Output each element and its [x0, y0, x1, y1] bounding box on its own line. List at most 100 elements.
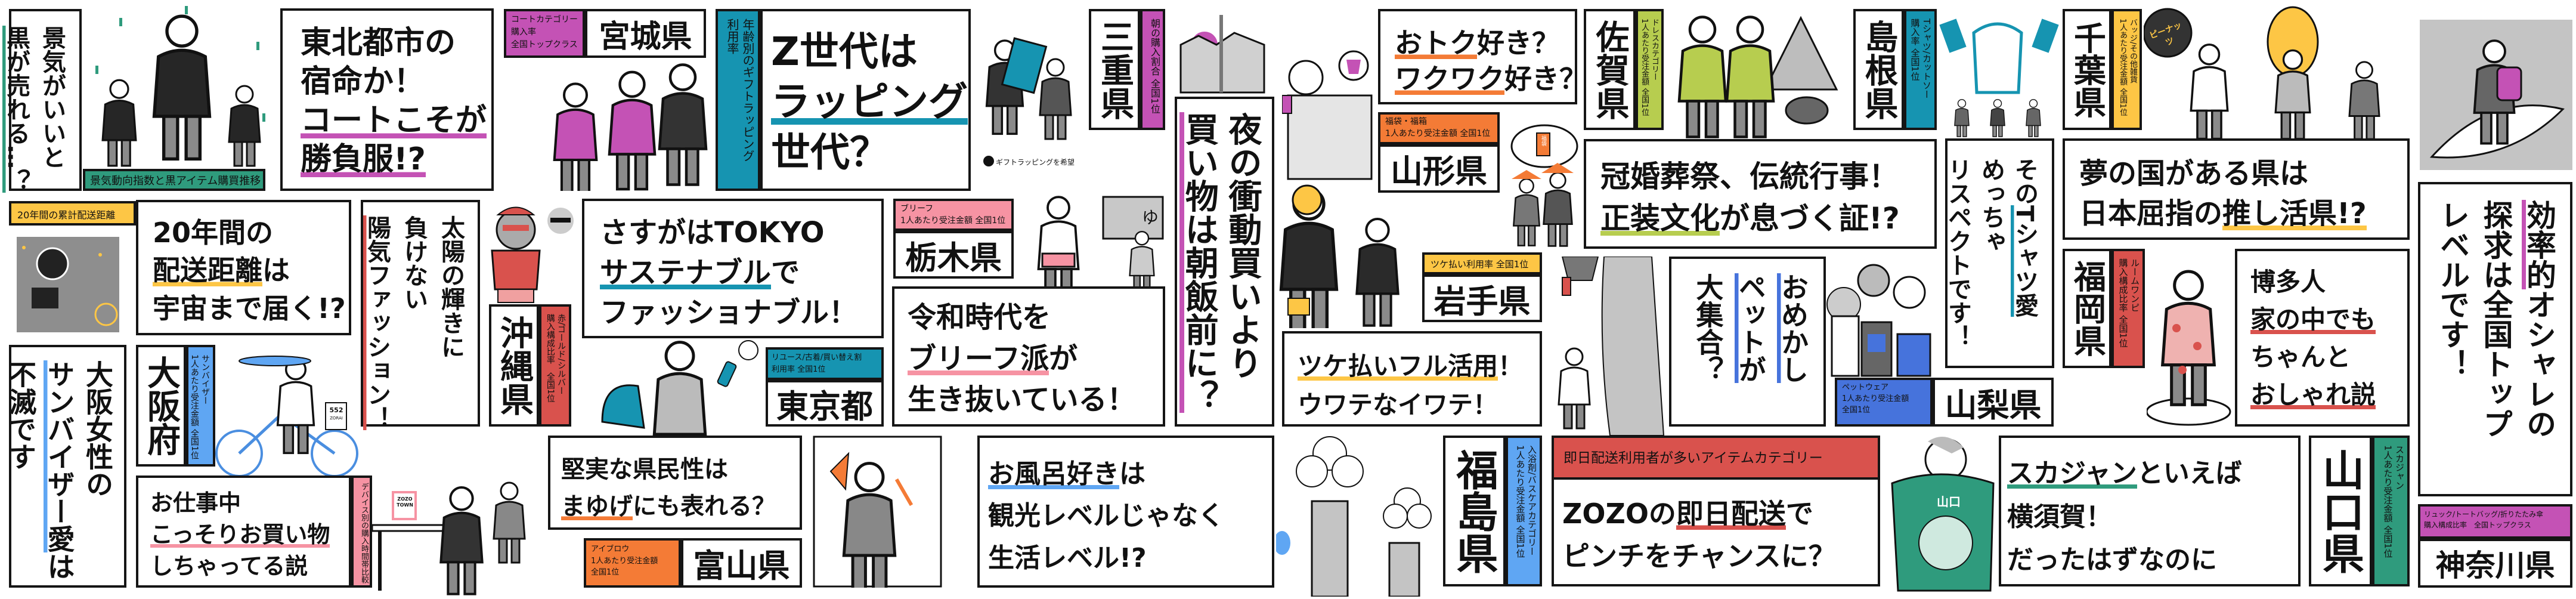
label-fukuoka: ルームワンピ 購入構成比率 全国1位 [2111, 249, 2145, 368]
headline-yoru: 夜の衝動買いより 買い物は朝飯前に？ [1175, 97, 1274, 427]
bathing-women-illustration [1276, 436, 1432, 597]
headline-text: で [771, 256, 800, 290]
headline-line: 夢の国がある県は [2079, 157, 2309, 190]
eyebrow-drawing-illustration [813, 436, 942, 588]
shisa-in-aloha-shirt-illustration [491, 206, 574, 303]
coat-people-illustration [495, 57, 710, 191]
headline-highlight: 推し活県!? [2222, 197, 2367, 231]
label-line: ルームワンピ [2129, 258, 2140, 312]
label-line: スカジャン [2394, 445, 2405, 490]
headline-line: 大集合？ [1692, 273, 1724, 383]
headline-line: だったはずなのに [2007, 545, 2217, 576]
headline-text: ZOZOの [1562, 498, 1676, 530]
headline-distance: 20年間の 配送距離は 宇宙まで届く!? [136, 200, 351, 335]
label-line: 利用率 全国1位 [772, 365, 826, 374]
headline-highlight: ブリーフ派 [908, 342, 1049, 376]
label-distance: 20年間の累計配送距離 [9, 201, 136, 226]
headline-line: 東北都市の [301, 25, 456, 61]
label-line: ドレスカテゴリー [1650, 18, 1659, 81]
headline-highlight: ツケ払いフル活用 [1298, 351, 1498, 381]
label-line: ペットウェア [1842, 383, 1889, 392]
headline-highlight: ラッピング [771, 79, 968, 125]
headline-text: といえば [2137, 458, 2242, 489]
prefecture-tokyo: 東京都 [766, 380, 884, 427]
headline-text: オシャレの [2522, 289, 2556, 439]
headline-line: ピンチをチャンスに？ [1562, 540, 1836, 573]
headline-taiyou: 太陽の輝きに 負けない 陽気ファッション！ [361, 200, 480, 430]
headline-line: 不滅です [5, 360, 38, 470]
headline-line: 探求は全国トップ [2478, 200, 2513, 439]
cliff-climber-illustration [1558, 257, 1665, 436]
headline-keiki: 景気がいいと 黒が売れる…？ [2, 9, 82, 193]
label-mie: 朝の購入割合 全国1位 [1140, 9, 1165, 130]
label-line: 1人あたり受注金額 全国1位 [900, 215, 1006, 226]
label-line: サンバイザー [200, 354, 210, 405]
headline-tokyo: さすがはTOKYO サステナブルで ファッショナブル！ [582, 199, 884, 338]
label-line: 年齢別のギフトラッピング [741, 18, 755, 162]
prefecture-saga: 佐賀県 [1584, 9, 1636, 130]
label-line: 全国1位 [591, 568, 620, 577]
label-line: 1人あたり受注金額 全国1位 [2118, 18, 2128, 116]
prefecture-chiba: 千葉県 [2063, 9, 2111, 130]
headline-text: その [2011, 158, 2038, 205]
headline-omekashi: おめかし ペットが 大集合？ [1669, 257, 1826, 427]
headline-highlight: 即日配送 [1676, 498, 1786, 530]
label-line: 福袋・福箱 [1385, 117, 1427, 126]
headline-line: ちゃんと [2250, 342, 2351, 372]
briefs-man-bathhouse-illustration: ゆ [1014, 194, 1169, 286]
headline-tshirt: そのTシャツ愛 めっちゃ リスペクトです！ [1944, 138, 2054, 368]
space-cat-illustration [17, 237, 119, 332]
headline-text: は [1119, 459, 1145, 489]
headline-line: めっちゃ [1977, 158, 2005, 253]
label-okinawa: 赤/ゴールド/シルバー 購入構成比率 全国1位 [539, 304, 571, 427]
headline-zsedai: Z世代は ラッピング 世代？ [760, 9, 971, 191]
prefecture-iwate: 岩手県 [1422, 274, 1542, 322]
headline-ofuro: お風呂好きは 観光レベルじゃなく 生活レベル!? [977, 436, 1274, 588]
label-osaka: サンバイザー 1人あたり受注金額 全国1位 [186, 345, 215, 467]
label-line: 購入構成比率 全国トップクラス [2424, 521, 2531, 529]
label-iwate: ツケ払い利用率 全国1位 [1422, 252, 1542, 274]
prefecture-yamanashi: 山梨県 [1933, 378, 2054, 427]
tokyo-girl-illustration [601, 340, 758, 436]
laptop-screen-text: ZOZO TOWN [397, 496, 413, 508]
label-line: 全国1位 [1842, 405, 1871, 415]
headline-highlight: 陽気ファッション！ [363, 215, 391, 430]
headline-highlight: コートこそが [301, 103, 487, 138]
label-line: 入浴剤/バスケアカテゴリー [1527, 445, 1537, 556]
headline-line: 生き抜いている！ [908, 383, 1136, 417]
headline-highlight: 正装文化 [1600, 201, 1720, 236]
label-tochigi: ブリーフ 1人あたり受注金額 全国1位 [893, 199, 1014, 231]
headline-highlight: 買い物は朝飯前に？ [1179, 112, 1219, 413]
label-line: 購入率 [511, 27, 536, 37]
headline-tohoku: 東北都市の 宿命か！ コートこそが 勝負服!? [280, 8, 494, 191]
label-toyama: アイブロウ 1人あたり受注金額 全国1位 [584, 538, 681, 588]
headline-line: 世代？ [771, 129, 889, 175]
bath-curtain-text: ゆ [1142, 208, 1159, 227]
businessmen-bowing-illustration [1276, 184, 1422, 328]
label-yamagata: 福袋・福箱 1人あたり受注金額 全国1位 [1378, 112, 1500, 144]
alien-shirt-illustration [1939, 18, 2059, 137]
label-shimane: Tシャツ/カットソー 購入率 全国1位 [1904, 9, 1937, 130]
headline-line: 宇宙まで届く!? [153, 292, 346, 325]
prefecture-miyagi: 宮城県 [585, 9, 706, 58]
headline-text: ！ [1498, 351, 1524, 381]
office-shopping-illustration: ZOZO TOWN [371, 465, 545, 597]
label-line: バッジ/その他雑貨 [2128, 18, 2137, 84]
label-line: 購入率 全国1位 [1909, 18, 1921, 81]
label-line: アイブロウ [591, 545, 630, 554]
prefecture-yamaguchi: 山口県 [2309, 436, 2372, 586]
headline-zozo: ZOZOの即日配送で ピンチをチャンスに？ [1552, 477, 1880, 586]
headline-highlight: ペットが [1734, 273, 1767, 383]
headline-text: 日本屈指の [2079, 197, 2223, 231]
prefecture-shimane: 島根県 [1853, 9, 1904, 130]
headline-highlight: 家の中でも [2250, 305, 2376, 334]
headline-line: レベルです！ [2435, 200, 2470, 379]
headline-line: 令和時代を [908, 301, 1051, 334]
window-sunrise-illustration [1179, 15, 1265, 94]
headline-otoku: おトク好き？ ワクワク好き？ [1378, 9, 1587, 104]
headline-highlight: Tシャツ愛 [2011, 205, 2038, 317]
bag-brand-text: ZORAI [330, 416, 343, 421]
headline-text: が [1049, 342, 1078, 376]
label-line: 1人あたり受注金額 [1842, 394, 1909, 403]
snow-monkeys-illustration: 福袋 [1500, 122, 1583, 254]
